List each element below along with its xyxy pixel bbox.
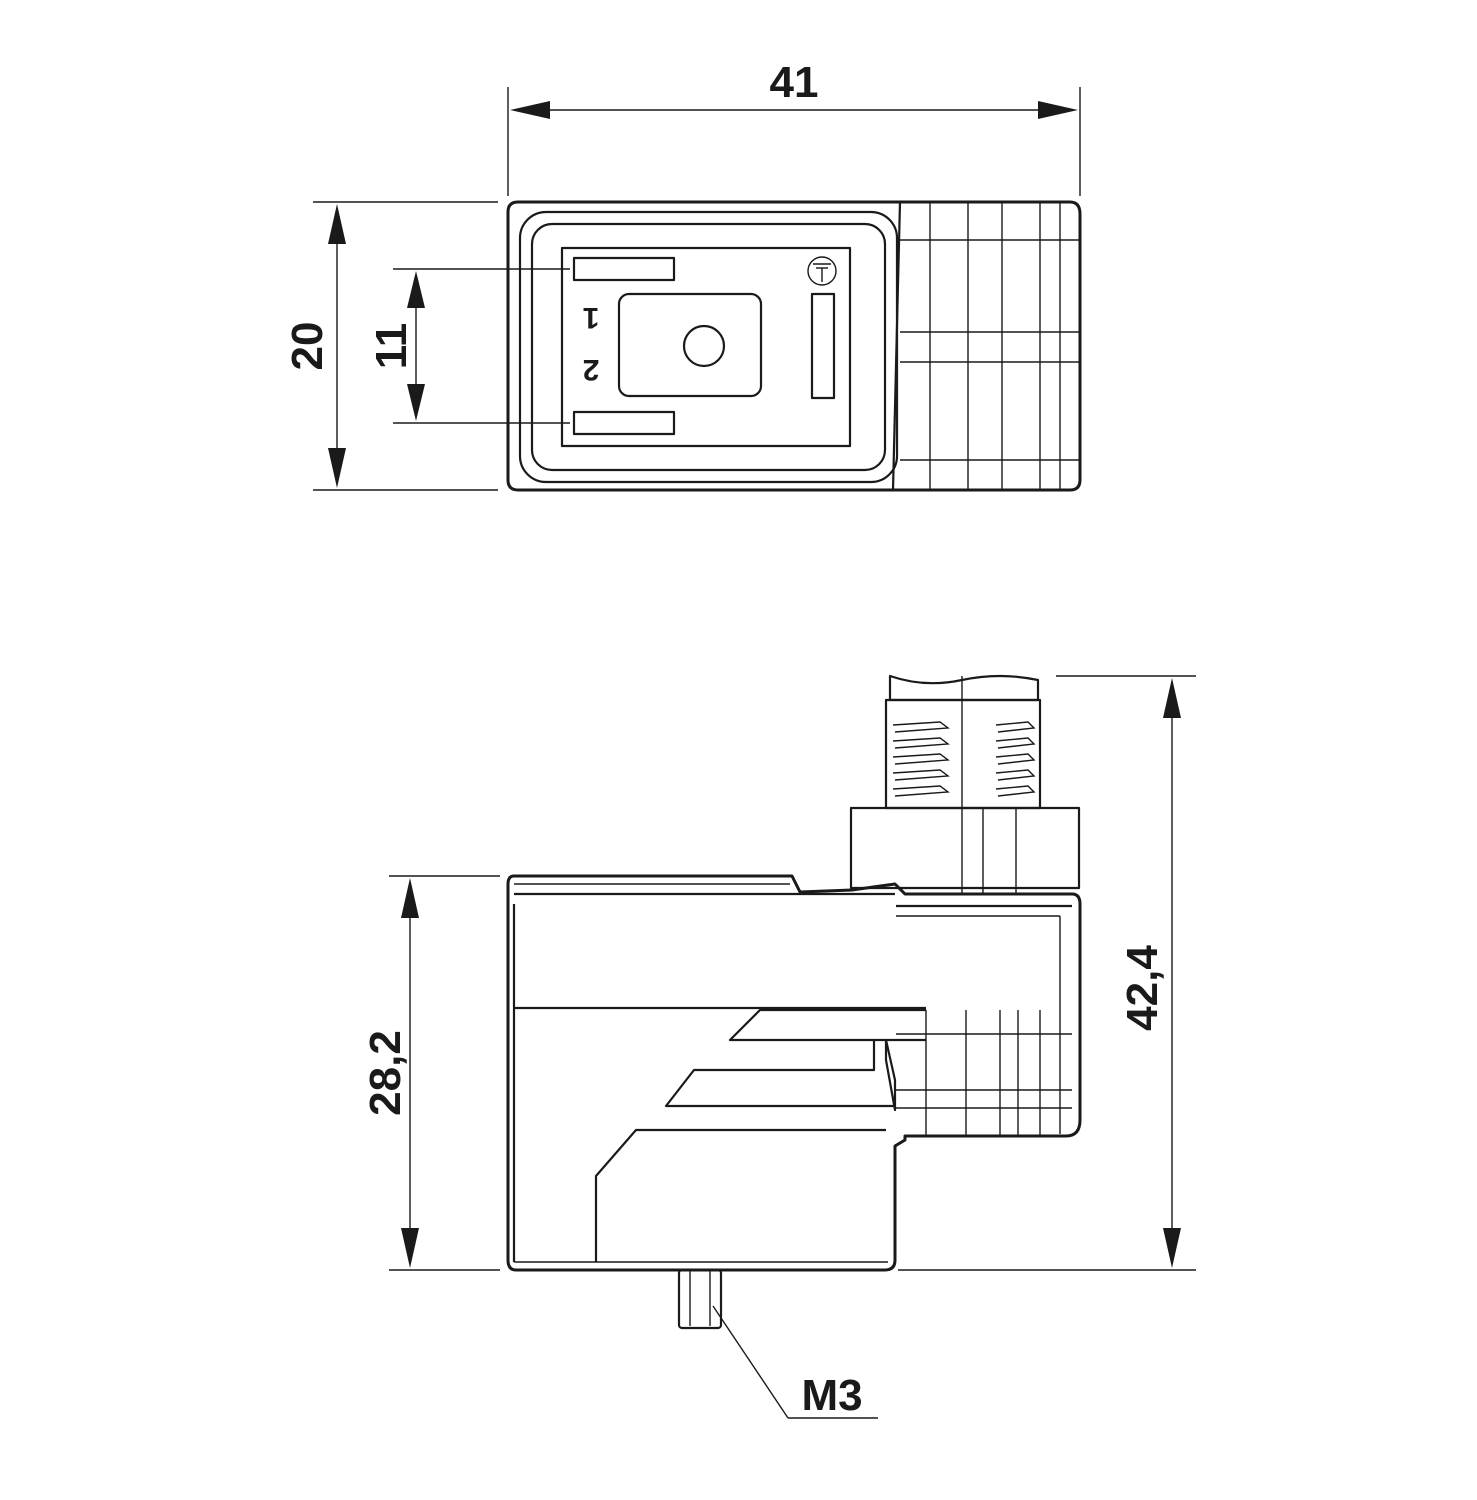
dimension-height-body-label: 28,2: [361, 1030, 410, 1116]
cable-gland-ridges: [892, 721, 1036, 797]
dimension-height-body: [389, 875, 500, 1271]
center-screw-hole: [682, 324, 726, 368]
ground-icon: [807, 256, 837, 286]
dimension-height-total-label: 42,4: [1118, 945, 1167, 1031]
pin2-label: 2: [583, 353, 600, 386]
dimension-pin-spacing: [393, 268, 570, 424]
thread-screw: [677, 1268, 723, 1330]
top-view-housing: [506, 200, 1082, 492]
thread-leader: [712, 1305, 878, 1419]
pin2-slot: [572, 410, 676, 436]
cable-gland-top: [888, 674, 1040, 702]
dimension-pin-spacing-label: 11: [367, 323, 416, 370]
top-view-face-inner: [530, 222, 887, 472]
pin1-slot: [572, 256, 676, 282]
dimension-height-top: [313, 201, 498, 491]
cable-gland-collar: [849, 806, 1081, 890]
top-view-face-outer: [518, 210, 899, 484]
ground-slot: [810, 292, 836, 400]
side-view: 42,4 28,2 M3: [361, 674, 1196, 1420]
center-screw-plate: [617, 292, 763, 398]
top-view-gland-ribs: [891, 201, 1080, 491]
cable-gland-nut: [884, 698, 1042, 810]
pin1-label: 1: [583, 301, 600, 334]
dimension-width-top-label: 41: [770, 58, 819, 107]
thread-label: M3: [801, 1371, 862, 1420]
top-view-insert: [560, 246, 852, 448]
dimension-height-total: [898, 675, 1196, 1271]
dimension-height-top-label: 20: [283, 322, 332, 371]
dimension-width-top: [507, 87, 1081, 196]
top-view: 1 2 41 20 11: [283, 58, 1082, 492]
side-view-housing: [506, 874, 1082, 1272]
